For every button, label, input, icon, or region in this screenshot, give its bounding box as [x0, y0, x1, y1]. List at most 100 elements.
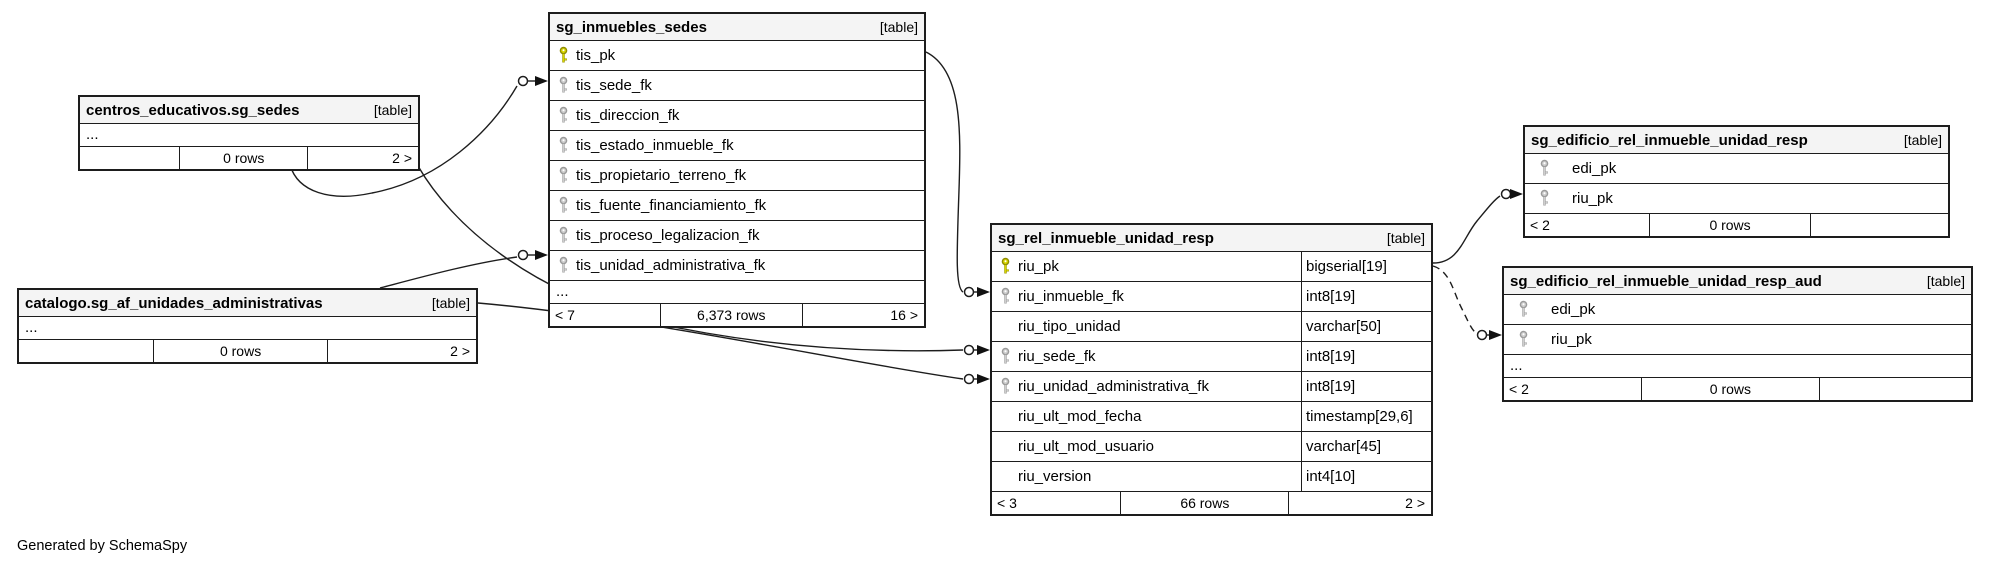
foreign-key-icon	[555, 166, 571, 185]
table-header: centros_educativos.sg_sedes [table]	[80, 97, 418, 123]
footer-left-degree: < 2	[1530, 217, 1550, 233]
column-row-tis_pk[interactable]: tis_pk	[550, 40, 924, 70]
column-name: tis_estado_inmueble_fk	[576, 137, 734, 154]
connector-line	[289, 85, 518, 197]
column-row-riu_pk[interactable]: riu_pk	[1504, 324, 1971, 354]
column-name: riu_inmueble_fk	[1018, 288, 1124, 305]
footer-row-count: 0 rows	[179, 147, 309, 169]
column-name: riu_pk	[1572, 190, 1613, 207]
table-title[interactable]: sg_inmuebles_sedes	[556, 18, 707, 36]
column-row-riu_inmueble_fk[interactable]: riu_inmueble_fk int8[19]	[992, 281, 1431, 311]
relationship-sg_inmuebles_sedes.tis_pk-to-sg_rel_inmueble_unidad_resp.riu_inmueble_fk	[925, 51, 990, 298]
footer-left-degree: < 3	[997, 495, 1017, 511]
column-row-tis_fuente_financiamiento_fk[interactable]: tis_fuente_financiamiento_fk	[550, 190, 924, 220]
column-row-tis_direccion_fk[interactable]: tis_direccion_fk	[550, 100, 924, 130]
hidden-columns-indicator: ...	[1504, 354, 1971, 377]
hidden-columns-indicator: ...	[550, 280, 924, 303]
column-row-riu_pk[interactable]: riu_pk	[1525, 183, 1948, 213]
column-type: timestamp[29,6]	[1301, 402, 1431, 431]
column-name: tis_propietario_terreno_fk	[576, 167, 747, 184]
column-type: int8[19]	[1301, 372, 1431, 401]
foreign-key-icon	[1536, 189, 1552, 208]
table-type-badge: [table]	[373, 102, 412, 118]
ellipsis-label: ...	[86, 126, 99, 143]
table-type-badge: [table]	[1386, 230, 1425, 246]
ellipsis-label: ...	[25, 319, 38, 336]
table-title[interactable]: sg_rel_inmueble_unidad_resp	[998, 229, 1214, 247]
foreign-key-icon	[1515, 330, 1531, 349]
table-header: sg_inmuebles_sedes [table]	[550, 14, 924, 40]
footer-row-count: 66 rows	[1120, 492, 1290, 514]
table-header: sg_rel_inmueble_unidad_resp [table]	[992, 225, 1431, 251]
foreign-key-icon	[555, 136, 571, 155]
table-catalogo_sg_af_unidades_administrativas: catalogo.sg_af_unidades_administrativas […	[17, 288, 478, 364]
generator-credit: Generated by SchemaSpy	[17, 538, 188, 554]
footer-right-degree: 2 >	[1405, 495, 1426, 511]
column-type: int8[19]	[1301, 282, 1431, 311]
arrowhead-icon	[1489, 330, 1502, 340]
table-type-badge: [table]	[879, 19, 918, 35]
foreign-key-icon	[1536, 159, 1552, 178]
column-name: riu_tipo_unidad	[1018, 318, 1121, 335]
foreign-key-icon	[555, 256, 571, 275]
arrowhead-icon	[977, 374, 990, 384]
table-header: sg_edificio_rel_inmueble_unidad_resp[tab…	[1525, 127, 1948, 153]
foreign-key-icon	[1515, 300, 1531, 319]
column-row-tis_sede_fk[interactable]: tis_sede_fk	[550, 70, 924, 100]
footer-row-count: 0 rows	[1648, 214, 1812, 236]
arrowhead-icon	[977, 345, 990, 355]
foreign-key-icon	[997, 377, 1013, 396]
cardinality-circle	[963, 286, 975, 298]
column-type: varchar[50]	[1301, 312, 1431, 341]
footer-left-degree	[19, 340, 153, 362]
relationship-sg_rel_inmueble_unidad_resp.riu_pk-to-sg_edificio_rel_inmueble_unidad_resp.riu_pk	[1432, 188, 1523, 264]
table-footer: < 2 0 rows	[1525, 213, 1948, 236]
column-row-tis_unidad_administrativa_fk[interactable]: tis_unidad_administrativa_fk	[550, 250, 924, 280]
connector-line	[925, 51, 964, 293]
table-title[interactable]: sg_edificio_rel_inmueble_unidad_resp	[1531, 131, 1808, 149]
table-title[interactable]: centros_educativos.sg_sedes	[86, 101, 300, 119]
table-centros_educativos_sg_sedes: centros_educativos.sg_sedes [table]... 0 r…	[78, 95, 420, 171]
column-name: riu_pk	[1551, 331, 1592, 348]
foreign-key-icon	[997, 287, 1013, 306]
table-title[interactable]: sg_edificio_rel_inmueble_unidad_resp_aud	[1510, 272, 1822, 290]
footer-left-degree: < 7	[555, 307, 575, 323]
cardinality-circle	[517, 249, 529, 261]
column-name: tis_proceso_legalizacion_fk	[576, 227, 760, 244]
column-name: tis_fuente_financiamiento_fk	[576, 197, 767, 214]
primary-key-icon	[555, 46, 571, 65]
table-title[interactable]: catalogo.sg_af_unidades_administrativas	[25, 294, 323, 312]
column-row-edi_pk[interactable]: edi_pk	[1525, 153, 1948, 183]
table-header: catalogo.sg_af_unidades_administrativas […	[19, 290, 476, 316]
cardinality-circle	[1476, 329, 1488, 341]
relationship-sg_rel_inmueble_unidad_resp.riu_pk-to-sg_edificio_rel_inmueble_unidad_resp_aud.riu_pk	[1432, 265, 1502, 341]
column-row-tis_propietario_terreno_fk[interactable]: tis_propietario_terreno_fk	[550, 160, 924, 190]
cardinality-circle	[963, 373, 975, 385]
footer-row-count: 6,373 rows	[659, 304, 803, 326]
column-type: int8[19]	[1301, 342, 1431, 371]
arrowhead-icon	[1510, 189, 1523, 199]
footer-row-count: 0 rows	[152, 340, 329, 362]
column-row-riu_tipo_unidad[interactable]: riu_tipo_unidad varchar[50]	[992, 311, 1431, 341]
column-type: bigserial[19]	[1301, 252, 1431, 281]
column-name: edi_pk	[1572, 160, 1617, 177]
table-type-badge: [table]	[431, 295, 470, 311]
column-row-tis_proceso_legalizacion_fk[interactable]: tis_proceso_legalizacion_fk	[550, 220, 924, 250]
column-row-edi_pk[interactable]: edi_pk	[1504, 294, 1971, 324]
connector-line	[1432, 265, 1477, 334]
foreign-key-icon	[555, 196, 571, 215]
foreign-key-icon	[555, 106, 571, 125]
connector-line	[379, 256, 518, 289]
column-row-tis_estado_inmueble_fk[interactable]: tis_estado_inmueble_fk	[550, 130, 924, 160]
foreign-key-icon	[555, 76, 571, 95]
